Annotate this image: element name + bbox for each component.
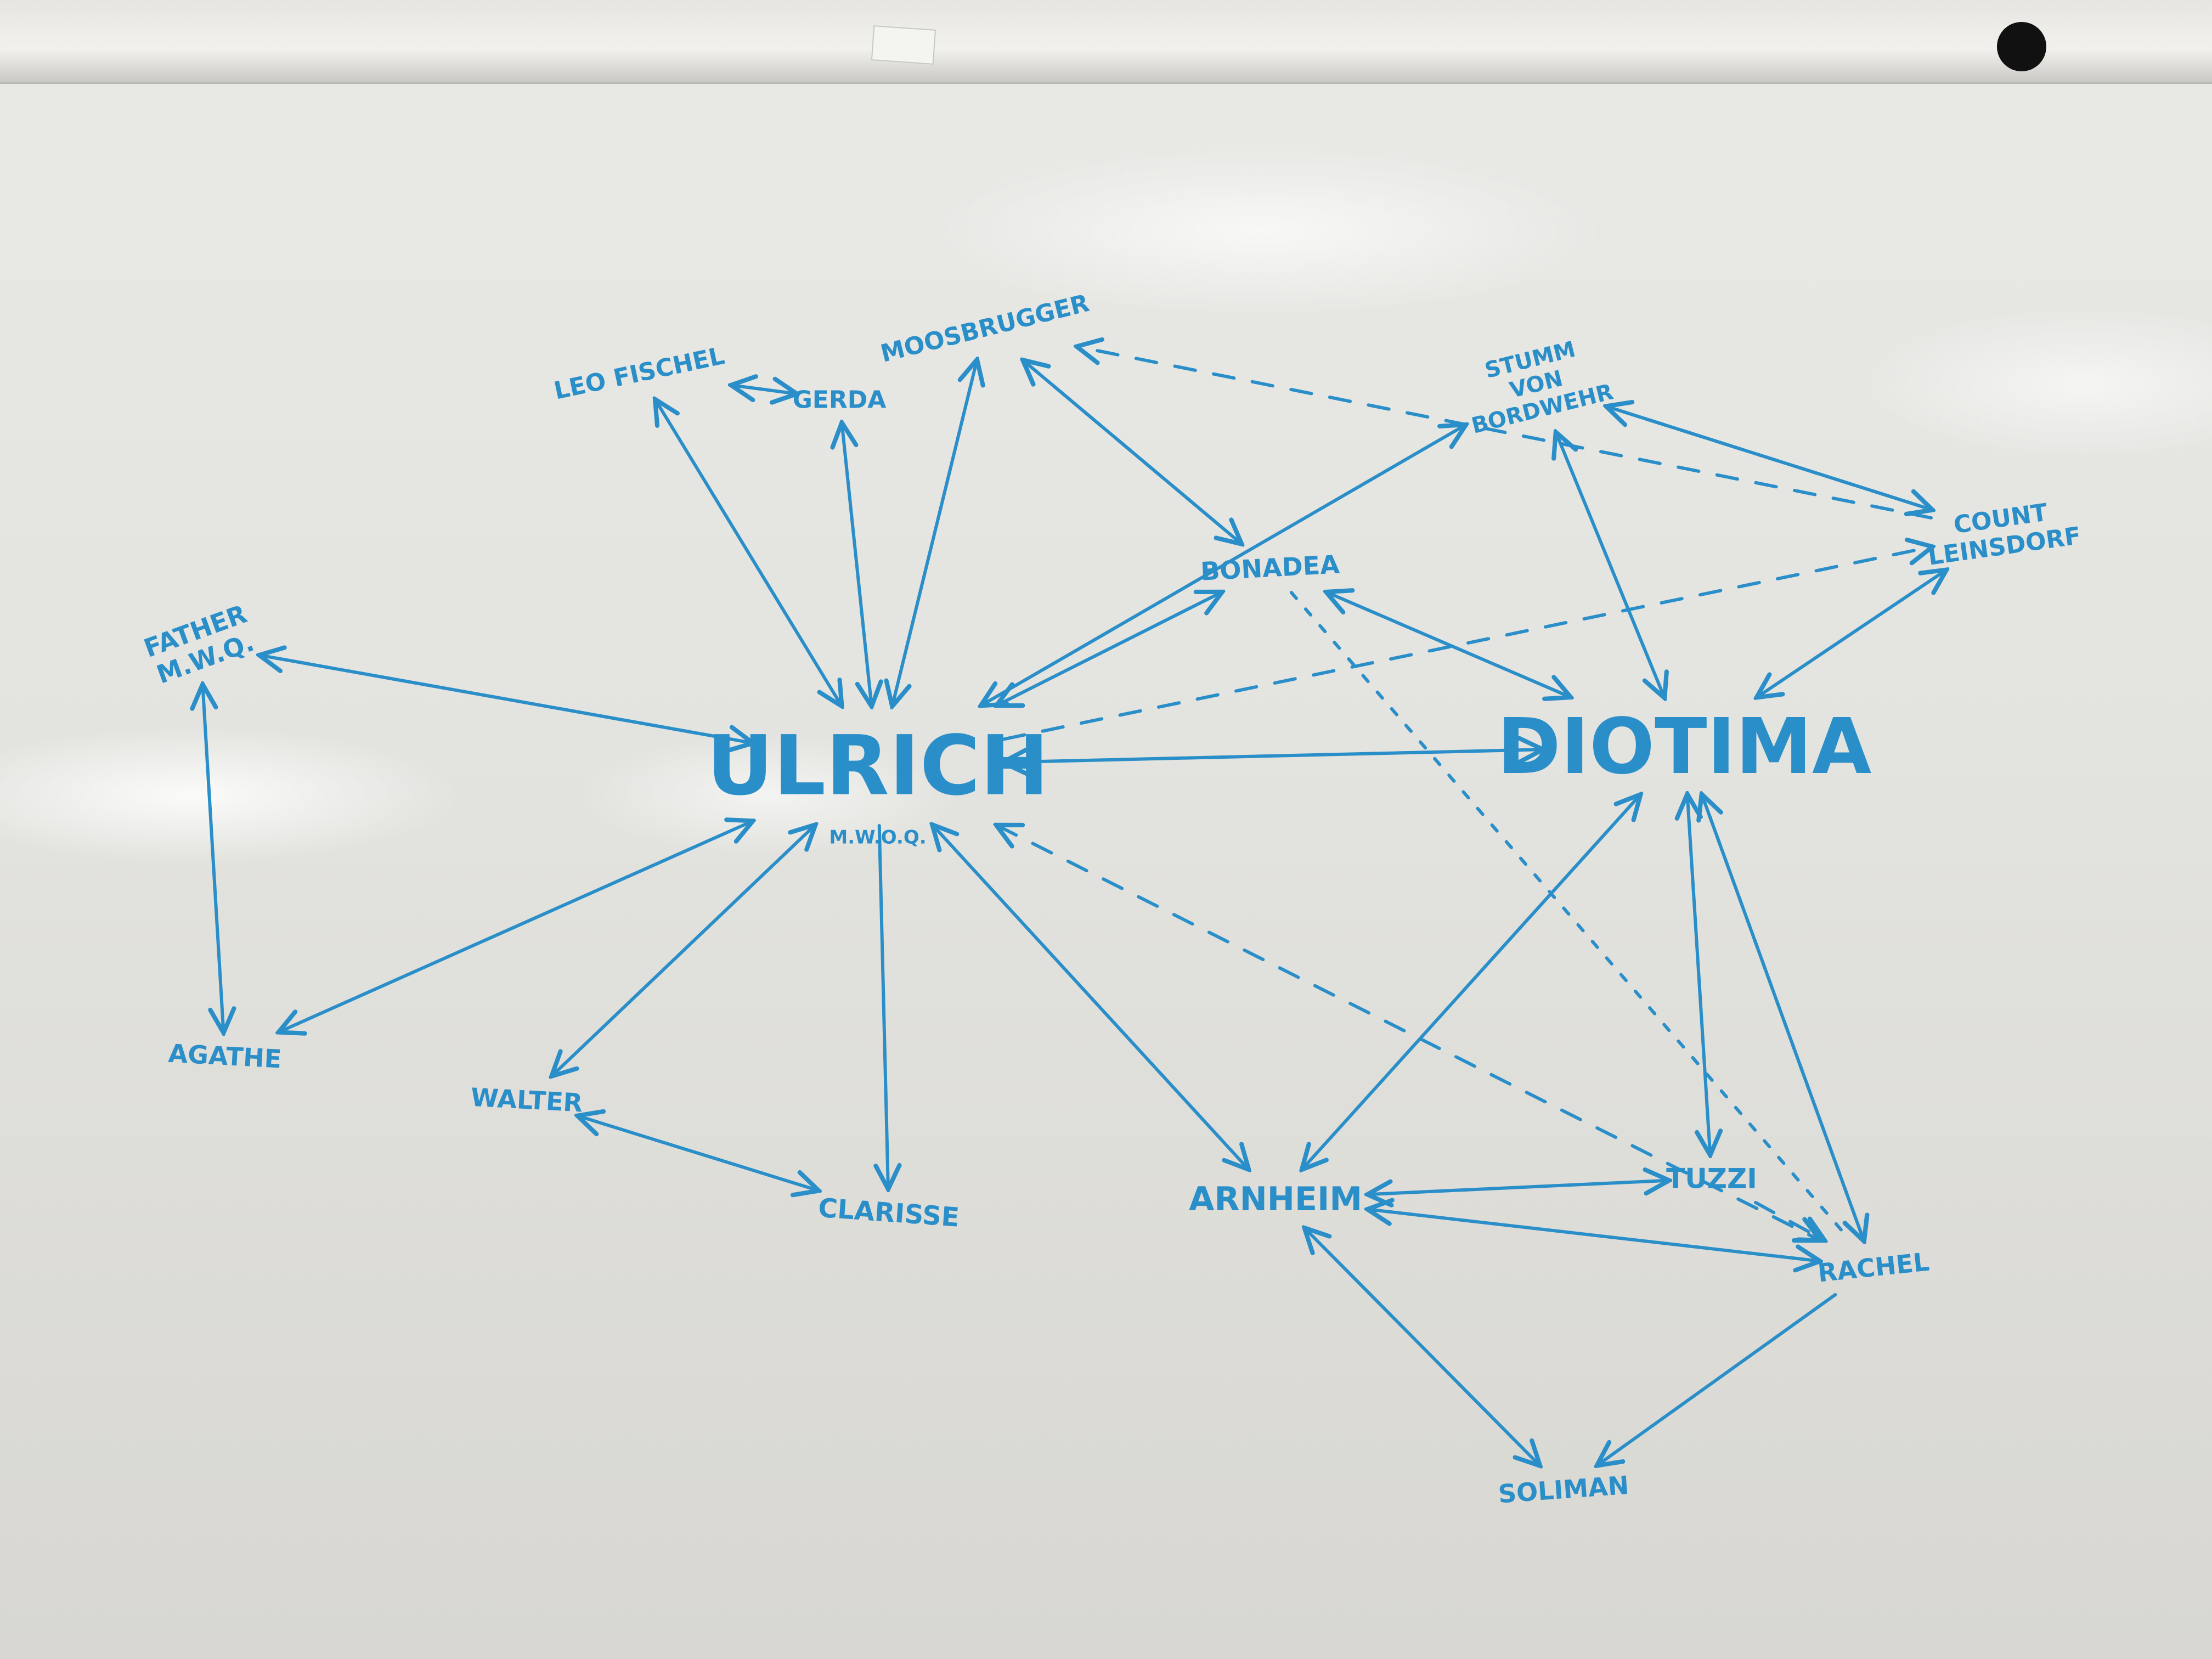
- nodes-layer: ULRICH M.W.O.Q. DIOTIMA LEO FISCHEL GERDA MOO…: [140, 289, 2083, 1509]
- edge-stumm-leinsdorf: [1607, 407, 1931, 509]
- node-label-leo: LEO FISCHEL: [551, 342, 727, 405]
- node-label-soliman: SOLIMAN: [1497, 1470, 1630, 1509]
- marker-tray: [0, 0, 2212, 84]
- node-label-gerda: GERDA: [793, 386, 887, 414]
- edge-ulrich-diotima: [1004, 749, 1542, 762]
- edges-layer: [203, 347, 1945, 1465]
- node-label-tuzzi: TUZZI: [1666, 1163, 1757, 1195]
- node-label-clarisse: CLARISSE: [817, 1193, 961, 1233]
- edge-ulrich-bonadea: [997, 592, 1221, 705]
- edge-tuzzi-rachel: [1754, 1200, 1824, 1240]
- node-gerda: GERDA: [793, 386, 887, 414]
- edge-father-agathe: [203, 686, 224, 1031]
- edge-bonadea-diotima: [1328, 592, 1570, 697]
- edge-arnheim-soliman: [1305, 1229, 1539, 1465]
- node-label-rachel: RACHEL: [1816, 1247, 1931, 1288]
- node-label-arnheim: ARNHEIM: [1189, 1180, 1362, 1218]
- edge-ulrich-rachel: [997, 826, 1819, 1240]
- node-clarisse: CLARISSE: [817, 1193, 961, 1233]
- node-rachel: RACHEL: [1816, 1247, 1931, 1288]
- edge-leinsdorf-diotima: [1758, 571, 1945, 697]
- edge-diotima-arnheim: [1303, 795, 1640, 1169]
- node-label-agathe: AGATHE: [167, 1039, 282, 1074]
- edge-stumm-diotima: [1556, 433, 1664, 697]
- node-soliman: SOLIMAN: [1497, 1470, 1630, 1509]
- node-arnheim: ARNHEIM: [1189, 1180, 1362, 1218]
- node-leo: LEO FISCHEL: [551, 342, 727, 405]
- node-diotima: DIOTIMA: [1497, 702, 1872, 792]
- node-sublabel-ulrich: M.W.O.Q.: [829, 827, 926, 849]
- node-bonadea: BONADEA: [1200, 549, 1340, 586]
- node-ulrich: ULRICH M.W.O.Q.: [707, 719, 1049, 849]
- edge-gerda-ulrich: [842, 424, 872, 705]
- edge-arnheim-tuzzi: [1369, 1181, 1668, 1194]
- edge-leinsdorf-moosbrugger: [1078, 347, 1933, 520]
- node-agathe: AGATHE: [167, 1039, 282, 1074]
- edge-ulrich-walter: [552, 826, 814, 1075]
- edge-ulrich-arnheim: [933, 826, 1248, 1169]
- edge-rachel-soliman: [1598, 1293, 1837, 1465]
- edge-ulrich-clarisse: [879, 824, 888, 1188]
- node-walter: WALTER: [470, 1082, 584, 1118]
- edge-arnheim-rachel: [1369, 1209, 1819, 1261]
- edge-leo-gerda: [732, 385, 795, 393]
- node-label-ulrich: ULRICH: [707, 719, 1049, 814]
- node-label-bonadea: BONADEA: [1200, 549, 1340, 586]
- node-moosbrugger: MOOSBRUGGER: [878, 289, 1092, 368]
- node-label-moosbrugger: MOOSBRUGGER: [878, 289, 1092, 368]
- edge-moosbrugger-ulrich: [893, 361, 977, 705]
- edge-diotima-tuzzi: [1688, 795, 1710, 1154]
- edge-leo-ulrich: [656, 400, 841, 705]
- edge-diotima-rachel: [1700, 794, 1864, 1240]
- node-label-diotima: DIOTIMA: [1497, 702, 1872, 792]
- node-label-walter: WALTER: [470, 1082, 584, 1118]
- mounting-hole: [1997, 22, 2046, 71]
- node-tuzzi: TUZZI: [1666, 1163, 1757, 1195]
- edge-father-ulrich: [261, 656, 752, 743]
- edge-walter-clarisse: [579, 1116, 817, 1190]
- edge-ulrich-agathe: [280, 821, 752, 1031]
